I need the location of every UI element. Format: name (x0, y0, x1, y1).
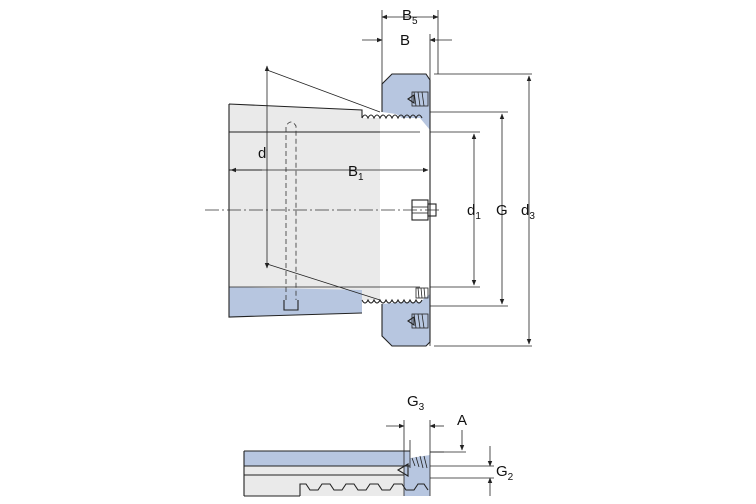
slot-end (283, 300, 299, 311)
label-g3: G3 (407, 393, 425, 413)
label-g: G (496, 202, 508, 219)
sleeve-body (229, 104, 380, 317)
label-b1: B1 (348, 163, 364, 183)
nut-lower-section (382, 294, 430, 346)
sleeve-outline (228, 103, 380, 318)
main-view: d B1 B5 B d1 G (205, 7, 535, 347)
label-d3: d3 (521, 202, 535, 222)
detail-strip-top (244, 451, 410, 466)
label-d1: d1 (467, 202, 481, 222)
lock-screw-mid (415, 287, 429, 299)
detail-thread-teeth (299, 483, 429, 496)
label-d: d (258, 145, 266, 162)
sleeve-section (229, 287, 362, 317)
label-b5: B5 (402, 7, 418, 27)
sleeve-slot (285, 121, 297, 300)
locking-screw-upper (407, 91, 429, 107)
nut-upper-section (382, 74, 430, 130)
detail-view: G3 A G2 (243, 393, 514, 497)
detail-outline (243, 450, 410, 496)
thread-teeth-bottom (361, 298, 423, 304)
thread-teeth-top (361, 114, 423, 120)
locking-screw-lower (407, 313, 429, 329)
label-b: B (400, 32, 410, 49)
taper-line-bottom (266, 263, 381, 301)
label-a: A (457, 412, 467, 429)
label-g2: G2 (496, 463, 514, 483)
taper-line-top (266, 69, 381, 113)
detail-nut-section (404, 455, 430, 496)
detail-screw (396, 455, 428, 477)
